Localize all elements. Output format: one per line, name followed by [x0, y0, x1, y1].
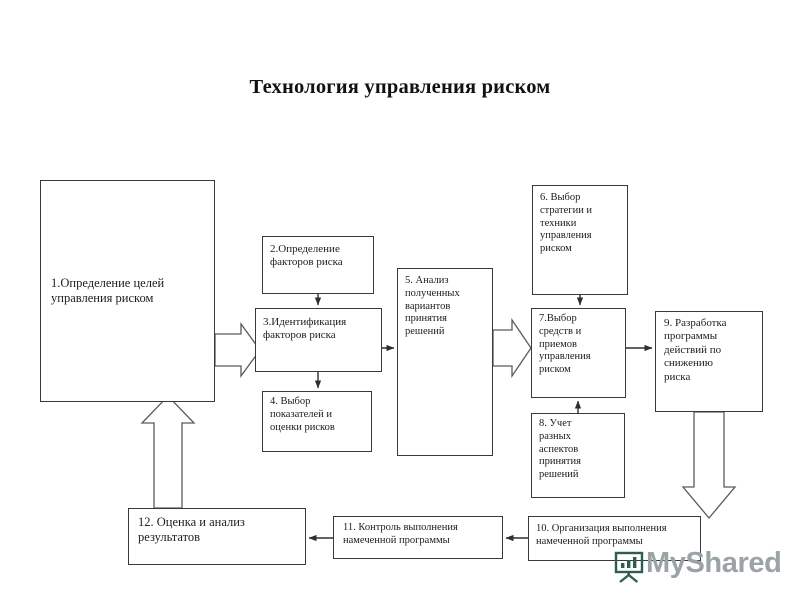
node-1-label: 1.Определение целей управления риском — [51, 275, 165, 305]
node-8-label: 8. Учет разных аспектов принятия решений — [539, 418, 581, 481]
flipchart-bar-chart-icon — [614, 551, 644, 583]
node-2[interactable]: 2.Определение факторов риска — [262, 236, 374, 294]
node-5[interactable]: 5. Анализ полученных вариантов принятия … — [397, 268, 493, 456]
node-10[interactable]: 10. Организация выполнения намеченной пр… — [528, 516, 701, 561]
arrow-n12-to-n1 — [140, 395, 196, 509]
node-3-label: 3.Идентификация факторов риска — [263, 316, 347, 342]
node-12[interactable]: 12. Оценка и анализ результатов — [128, 508, 306, 565]
node-7-label: 7.Выбор средств и приемов управления рис… — [539, 313, 591, 376]
node-2-label: 2.Определение факторов риска — [270, 243, 343, 269]
watermark-text: MyShared — [646, 547, 782, 579]
node-9[interactable]: 9. Разработка программы действий по сниж… — [655, 311, 763, 412]
node-5-label: 5. Анализ полученных вариантов принятия … — [405, 275, 460, 338]
node-11-label: 11. Контроль выполнения намеченной прогр… — [343, 522, 458, 546]
node-4-label: 4. Выбор показателей и оценки рисков — [270, 396, 335, 433]
node-1[interactable]: 1.Определение целей управления риском — [40, 180, 215, 402]
node-10-label: 10. Организация выполнения намеченной пр… — [536, 523, 667, 547]
node-4[interactable]: 4. Выбор показателей и оценки рисков — [262, 391, 372, 452]
node-3[interactable]: 3.Идентификация факторов риска — [255, 308, 382, 372]
node-11[interactable]: 11. Контроль выполнения намеченной прогр… — [333, 516, 503, 559]
node-6-label: 6. Выбор стратегии и техники управления … — [540, 192, 593, 255]
node-6[interactable]: 6. Выбор стратегии и техники управления … — [532, 185, 628, 295]
node-8[interactable]: 8. Учет разных аспектов принятия решений — [531, 413, 625, 498]
node-9-label: 9. Разработка программы действий по сниж… — [664, 317, 727, 383]
arrow-n5-to-n7 — [492, 317, 532, 379]
node-12-label: 12. Оценка и анализ результатов — [138, 515, 245, 545]
node-7[interactable]: 7.Выбор средств и приемов управления рис… — [531, 308, 626, 398]
arrow-n9-to-n10 — [681, 411, 737, 520]
page-title: Технология управления риском — [249, 76, 551, 98]
arrow-n1-to-n3 — [214, 322, 261, 378]
